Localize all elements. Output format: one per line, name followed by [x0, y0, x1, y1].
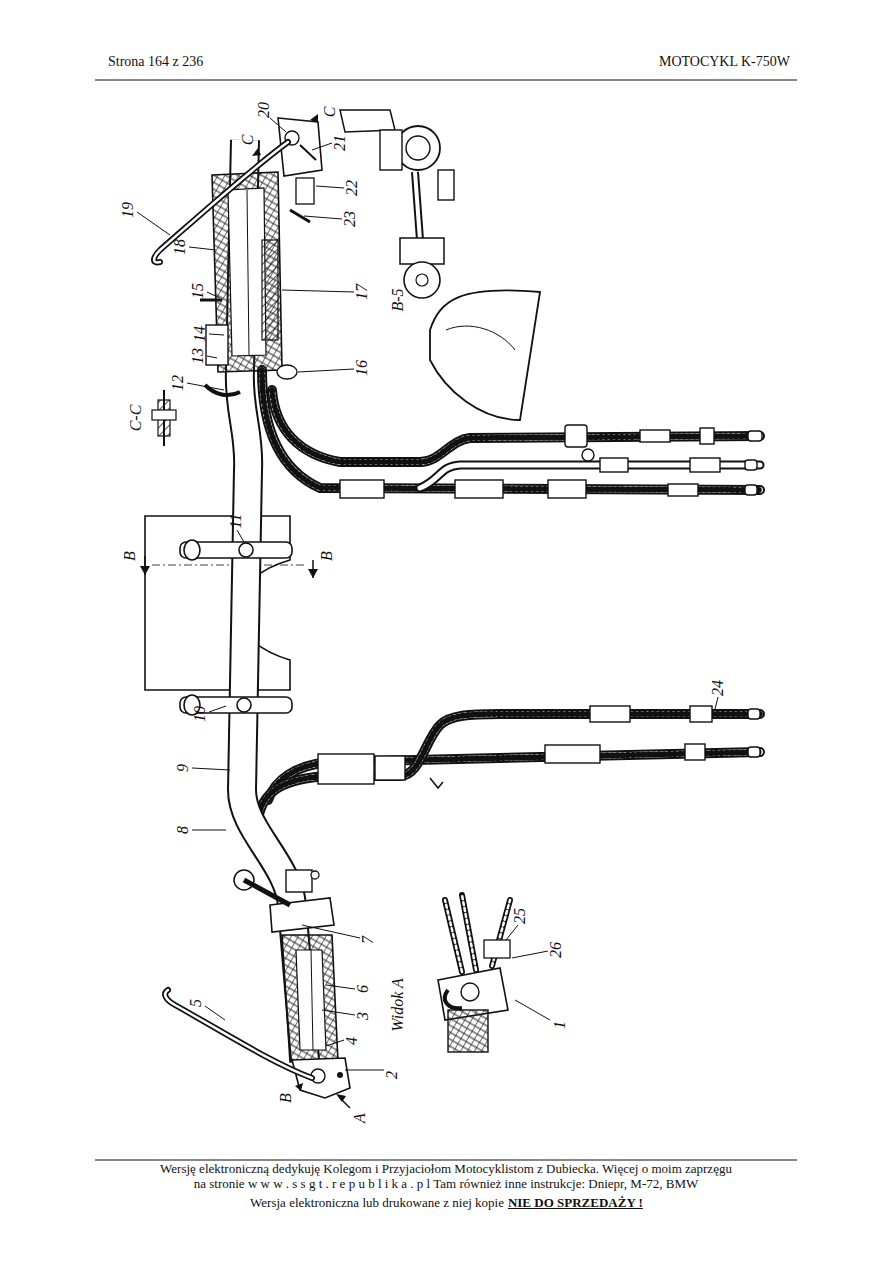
leader-line: [205, 1006, 225, 1020]
callout-number: B: [278, 1093, 294, 1103]
leader-line: [282, 290, 354, 292]
callout-number: A: [352, 1113, 368, 1123]
callout-number: 19: [120, 202, 136, 218]
leader-line: [322, 1010, 355, 1015]
callout-number: 8: [175, 826, 191, 834]
footer-note: na stronie w w w . s s g t . r e p u b l…: [194, 1177, 699, 1190]
leader-line: [137, 212, 170, 235]
leader-line: [207, 356, 217, 358]
leader-line: [209, 706, 226, 712]
leader-line: [302, 925, 360, 938]
callout-number: B: [122, 551, 138, 561]
callout-number: B-5: [390, 288, 406, 311]
callout-number: 22: [344, 180, 360, 196]
leader-line: [270, 118, 286, 132]
callout-number: 9: [175, 764, 191, 772]
footer-note: NIE DO SPRZEDAŻY !: [508, 1196, 643, 1209]
footer-row: Wersja elektroniczna lub drukowane z nie…: [0, 1196, 893, 1209]
leader-line: [304, 216, 342, 219]
callout-number: 12: [170, 375, 186, 391]
callout-number: 1: [552, 1021, 568, 1029]
callout-number: 14: [192, 326, 208, 342]
callout-number: 21: [332, 135, 348, 151]
callout-number: 4: [344, 1037, 360, 1045]
leader-line: [209, 334, 224, 335]
callout-number: 15: [190, 283, 206, 299]
callout-number: 2: [384, 1071, 400, 1079]
leader-line: [326, 985, 355, 989]
leader-line: [326, 1040, 344, 1046]
leader-line: [515, 1000, 550, 1020]
leader-line: [345, 1070, 384, 1071]
page-header: Strona 164 z 236: [108, 55, 203, 69]
callout-number: 10: [192, 706, 208, 722]
callout-number: 13: [190, 348, 206, 364]
leader-line: [506, 925, 518, 940]
callout-number: Widok A: [390, 978, 406, 1031]
callout-number: C: [240, 135, 256, 146]
leader-line: [192, 768, 230, 770]
leader-line: [187, 383, 224, 390]
leader-line: [192, 830, 226, 831]
leader-line: [207, 292, 220, 298]
footer-note: Wersja elektroniczna lub drukowane z nie…: [250, 1196, 504, 1209]
leader-line: [512, 951, 548, 958]
callout-number: 16: [354, 360, 370, 376]
callout-number: 18: [172, 239, 188, 255]
callout-number: 24: [710, 680, 726, 696]
callout-number: C-C: [128, 405, 144, 432]
page-header: MOTOCYKL K-750W: [659, 55, 790, 69]
callout-number: 11: [228, 514, 244, 529]
leader-line: [715, 697, 718, 709]
callout-number: 23: [342, 211, 358, 227]
callout-number: C: [322, 107, 338, 118]
callout-number: 17: [354, 284, 370, 300]
footer-note: Wersję elektroniczną dedykuję Kolegom i …: [160, 1162, 732, 1175]
callout-number: B: [319, 551, 335, 561]
leader-line: [316, 186, 344, 188]
leader-line: [237, 530, 244, 542]
leader-line: [189, 247, 216, 250]
callout-number: 5: [188, 999, 204, 1007]
callout-number: 26: [548, 942, 564, 958]
leader-line: [298, 369, 354, 372]
callout-number: 20: [256, 102, 272, 118]
callout-number: 25: [512, 908, 528, 924]
callout-number: 7: [360, 936, 376, 944]
callout-number: 6: [355, 985, 371, 993]
callout-number: 3: [355, 1012, 371, 1020]
leader-line: [312, 143, 332, 150]
